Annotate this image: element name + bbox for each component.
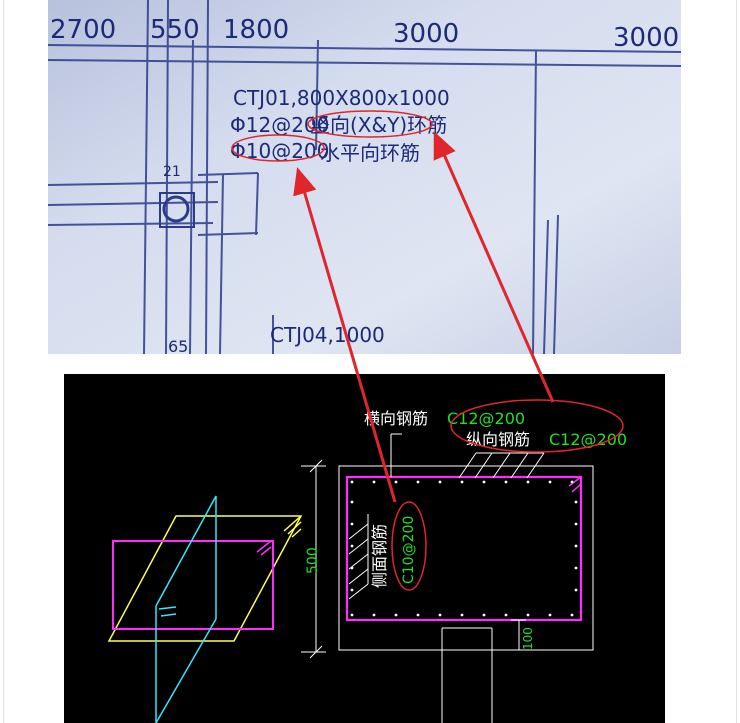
side-rebar-label: 侧面钢筋: [370, 524, 389, 588]
horizontal-rebar-desc: 水平向环筋: [320, 141, 420, 165]
side-rebar-value: C10@200: [401, 516, 417, 584]
pile-cap-label: CTJ01,800X800x1000: [233, 86, 450, 110]
dim-label: 2700: [50, 15, 116, 45]
lower-mark: 65: [168, 337, 188, 354]
horizontal-rebar-value: C12@200: [447, 409, 525, 428]
dim-label: 3000: [613, 23, 679, 53]
horizontal-rebar-spec: Φ10@200: [230, 139, 329, 163]
dim-label: 550: [150, 15, 200, 45]
lower-pile-cap-label: CTJ04,1000: [270, 323, 385, 347]
longitudinal-rebar-value: C12@200: [549, 430, 627, 449]
vertical-rebar-desc: 竖向(X&Y)环筋: [310, 113, 447, 137]
dim-height-label: 500: [305, 547, 321, 574]
horizontal-rebar-label: 横向钢筋: [364, 409, 428, 428]
drawing-photo: 2700 550 1800 3000 3000 CTJ01,800X800x10…: [48, 0, 681, 354]
dim-label: 3000: [393, 19, 459, 49]
longitudinal-rebar-label: 纵向钢筋: [466, 430, 530, 449]
grid-mark: 21: [163, 164, 181, 180]
dim-cover-label: 100: [521, 627, 535, 650]
cad-drawing: 500: [64, 374, 665, 723]
dim-label: 1800: [223, 15, 289, 45]
